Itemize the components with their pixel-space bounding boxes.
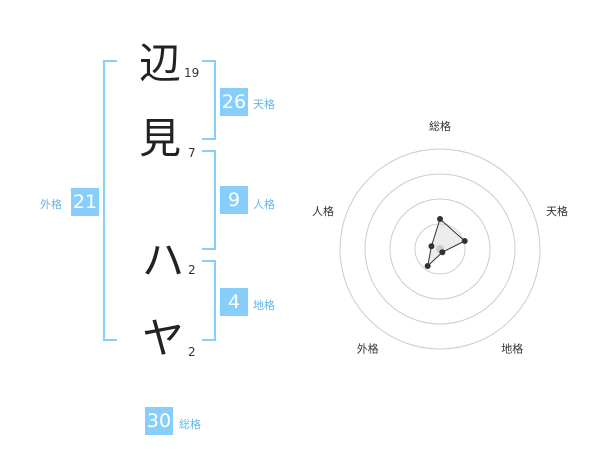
radar-polygon [426,218,466,268]
radar-ring-1 [414,223,466,275]
radar-axis-label-1: 総格 [429,119,451,133]
chikaku-bracket [202,260,216,341]
radar-point-4 [424,262,431,269]
radar-ring-3 [364,173,516,325]
name-char-3: ハ [142,236,185,285]
soukaku-value: 30 [145,407,173,435]
stroke-count-3: 2 [188,263,196,277]
radar-axis-label-3: 地格 [501,342,523,356]
tenkaku-bracket [202,60,216,140]
chikaku-value: 4 [220,288,248,316]
tenkaku-label: 天格 [253,98,275,111]
gaikaku-label: 外格 [40,198,62,211]
radar-axis-label-5: 人格 [312,204,334,218]
radar-point-5 [428,243,435,250]
jinkaku-value: 9 [220,186,248,214]
radar-point-2 [461,237,468,244]
name-char-2: 見 [139,114,182,163]
stroke-count-1: 19 [184,66,200,80]
chikaku-label: 地格 [253,299,275,312]
name-char-4: ヤ [142,314,185,363]
radar-ring-2 [389,198,491,300]
radar-point-3 [439,249,446,256]
radar-axis-label-4: 外格 [357,342,379,356]
stroke-count-2: 7 [188,146,196,160]
gaikaku-value: 21 [71,188,99,216]
soukaku-label: 総格 [179,418,201,431]
gaikaku-bracket [103,60,117,341]
stroke-count-4: 2 [188,345,196,359]
jinkaku-bracket [202,150,216,250]
tenkaku-value: 26 [220,88,248,116]
jinkaku-label: 人格 [253,198,275,211]
radar-point-1 [437,216,443,222]
radar-ring-4 [339,148,541,350]
name-char-1: 辺 [139,39,182,88]
radar-axis-label-2: 天格 [546,204,568,218]
